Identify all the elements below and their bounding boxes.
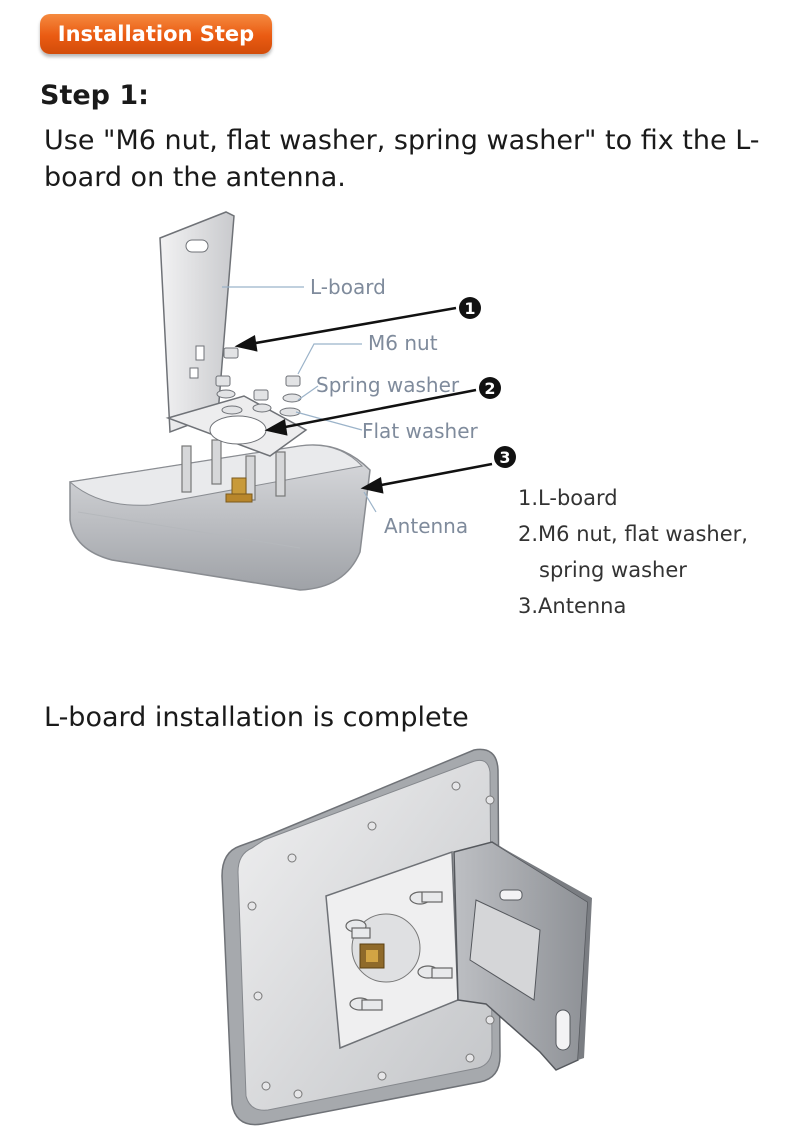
callout-marker-3: 3 bbox=[494, 446, 516, 468]
svg-text:1: 1 bbox=[464, 299, 475, 318]
l-board-part bbox=[159, 211, 308, 457]
exploded-assembly-diagram: 1 2 3 L-board M6 nut Spring washer Flat … bbox=[68, 211, 516, 591]
installation-step-badge: Installation Step bbox=[40, 14, 272, 54]
callout-flat-washer: Flat washer bbox=[362, 419, 479, 443]
step-heading: Step 1: bbox=[40, 80, 149, 111]
mounting-plate bbox=[325, 850, 459, 1050]
callout-marker-2: 2 bbox=[479, 377, 501, 399]
svg-text:3: 3 bbox=[499, 448, 510, 467]
rf-connector bbox=[225, 477, 253, 503]
l-board-bracket bbox=[453, 841, 592, 1071]
completion-heading: L-board installation is complete bbox=[44, 702, 469, 733]
step-instruction: Use "M6 nut, flat washer, spring washer"… bbox=[44, 125, 760, 193]
legend-item-3: 3.Antenna bbox=[518, 594, 627, 618]
callout-marker-1: 1 bbox=[459, 297, 481, 319]
legend-item-1: 1.L-board bbox=[518, 486, 618, 510]
svg-text:2: 2 bbox=[484, 379, 495, 398]
legend-item-2-cont: spring washer bbox=[539, 558, 687, 582]
legend-item-2: 2.M6 nut, flat washer, bbox=[518, 522, 748, 546]
callout-l-board: L-board bbox=[310, 275, 386, 299]
callout-antenna: Antenna bbox=[384, 514, 468, 538]
nuts-and-washers bbox=[215, 347, 302, 417]
parts-legend: 1.L-board 2.M6 nut, flat washer, spring … bbox=[518, 480, 748, 624]
callout-m6-nut: M6 nut bbox=[368, 331, 438, 355]
callout-spring-washer: Spring washer bbox=[316, 373, 460, 397]
